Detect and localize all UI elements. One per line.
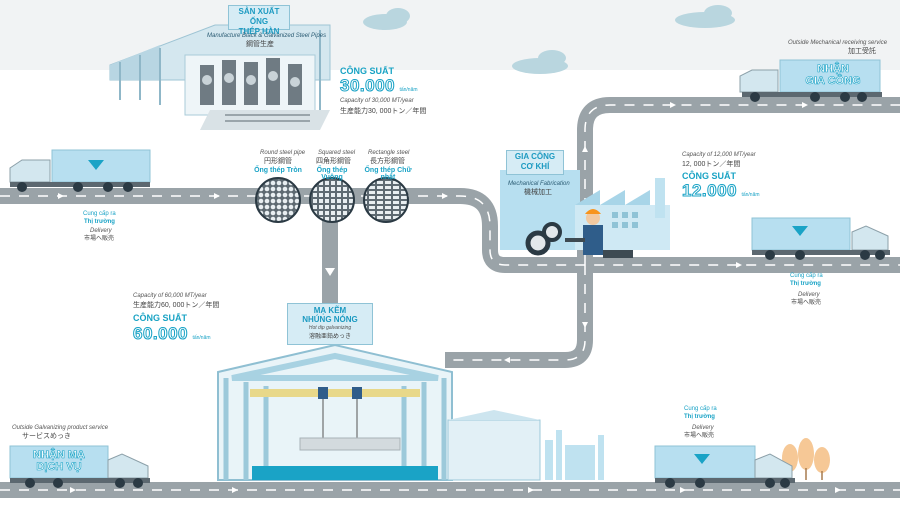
outside-galv-truck-l2: DỊCH VỤ [36,461,82,474]
mechanical-title-sign: GIA CÔNG CƠ KHÍ [506,150,564,175]
outside-mech-truck-l1: NHẬN [817,63,849,76]
mechanical-capacity-unit: tấn/năm [741,192,760,198]
rectangle-pipe-jp: 長方形鋼管 [370,158,405,165]
factory-capacity-unit: tấn/năm [399,87,418,93]
bottom-delivery-line1: Cung cấp ra [684,406,717,412]
round-pipe-icon [255,177,301,223]
mechanical-en: Mechanical Fabrication [508,181,570,187]
rectangle-pipe-icon [363,177,409,223]
factory-subtitle-en: Manufacture Black & Galvanized Steel Pip… [207,33,327,39]
outside-galv-truck-l1: NHẬN MẠ [33,449,86,462]
pipe-stack [525,222,562,256]
round-pipe-vn: Ống thép Tròn [254,167,302,174]
mechanical-jp: 機械加工 [524,189,552,196]
round-pipe-jp: 円形鋼管 [264,158,292,165]
galv-capacity-label: CÔNG SUẤT [133,313,187,323]
truck-middle-right [751,217,890,260]
square-pipe-icon [309,177,355,223]
mechanical-capacity-value: 12.000 [682,181,738,201]
galv-capacity-value: 60.000 [133,324,189,344]
factory-title-sign: SẢN XUẤT ỐNG THÉP HÀN [228,5,290,36]
mechanical-capacity-en: Capacity of 12,000 MT/year [682,152,756,158]
truck-bottom-right [654,445,795,488]
galv-en: Hot dip galvanizing [308,325,352,331]
factory-capacity-value: 30.000 [340,76,396,96]
factory-capacity-label: CÔNG SUẤT [340,66,394,76]
road-dashes [0,104,900,491]
left-delivery-jp: 市場へ販売 [84,236,115,242]
outside-galv-jp: サービスめっき [22,433,71,440]
mechanical-title-line1: GIA CÔNG [514,152,556,161]
pipe-factory-building [109,24,331,130]
truck-top-right [739,59,882,102]
outside-galv-en: Outside Galvanizing product service [12,425,109,431]
galv-title-sign: MẠ KẼM NHÚNG NÓNG Hot dip galvanizing 溶融… [287,303,373,345]
outside-galv-truck-text: NHẬN MẠ DỊCH VỤ [10,449,108,474]
galv-title-line2: NHÚNG NÓNG [302,315,358,324]
left-delivery-en: Delivery [90,228,112,234]
left-delivery-line1: Cung cấp ra [83,211,116,217]
galv-capacity-en: Capacity of 60,000 MT/year [133,293,207,299]
outside-mech-en: Outside Mechanical receiving service [788,40,888,46]
galv-title-line1: MẠ KẼM [313,306,347,315]
road-arrows [58,102,841,493]
square-pipe-jp: 四角形鋼管 [316,158,351,165]
bottom-delivery-jp: 市場へ販売 [684,433,715,439]
right-delivery-en: Delivery [798,292,820,298]
outside-mech-truck-l2: GIA CÔNG [805,75,861,88]
right-delivery-line1: Cung cấp ra [790,273,823,279]
mechanical-title-line2: CƠ KHÍ [520,162,550,171]
bottom-delivery-line2: Thị trường [684,414,715,420]
rectangle-pipe-en: Rectangle steel [368,150,410,156]
galv-capacity: 60.000 tấn/năm [133,324,211,344]
galv-capacity-unit: tấn/năm [192,335,211,341]
galvanizing-plant [217,343,604,481]
truck-left [9,149,151,192]
galv-jp: 溶融亜鉛めっき [308,334,351,340]
galv-capacity-jp: 生産能力60, 000トン／年間 [133,302,220,309]
factory-title-line2: THÉP HÀN [238,27,280,36]
factory-subtitle-jp: 鋼管生産 [246,41,274,48]
right-delivery-line2: Thị trường [790,281,821,287]
bottom-delivery-en: Delivery [692,425,714,431]
factory-capacity-en: Capacity of 30,000 MT/year [340,98,414,104]
mechanical-capacity: 12.000 tấn/năm [682,181,760,201]
mechanical-capacity-jp: 12, 000トン／年間 [682,161,741,168]
mechanical-workshop [500,170,670,258]
truck-bottom-left [9,445,150,488]
outside-mech-jp: 加工受託 [848,48,876,55]
round-pipe-en: Round steel pipe [260,150,306,156]
factory-capacity-jp: 生産能力30, 000トン／年間 [340,108,427,115]
factory-title-line1: SẢN XUẤT ỐNG [238,7,280,26]
left-delivery-line2: Thị trường [84,219,115,225]
worker-figure [565,209,633,258]
square-pipe-vn: Ống thép Vuông [316,167,348,181]
factory-capacity: 30.000 tấn/năm [340,76,418,96]
square-pipe-en: Squared steel [318,150,356,156]
rectangle-pipe-vn: Ống thép Chữ nhật [364,167,412,181]
mechanical-capacity-label: CÔNG SUẤT [682,171,736,181]
clouds [363,5,735,74]
right-delivery-jp: 市場へ販売 [791,300,822,306]
outside-mech-truck-text: NHẬN GIA CÔNG [786,63,880,88]
